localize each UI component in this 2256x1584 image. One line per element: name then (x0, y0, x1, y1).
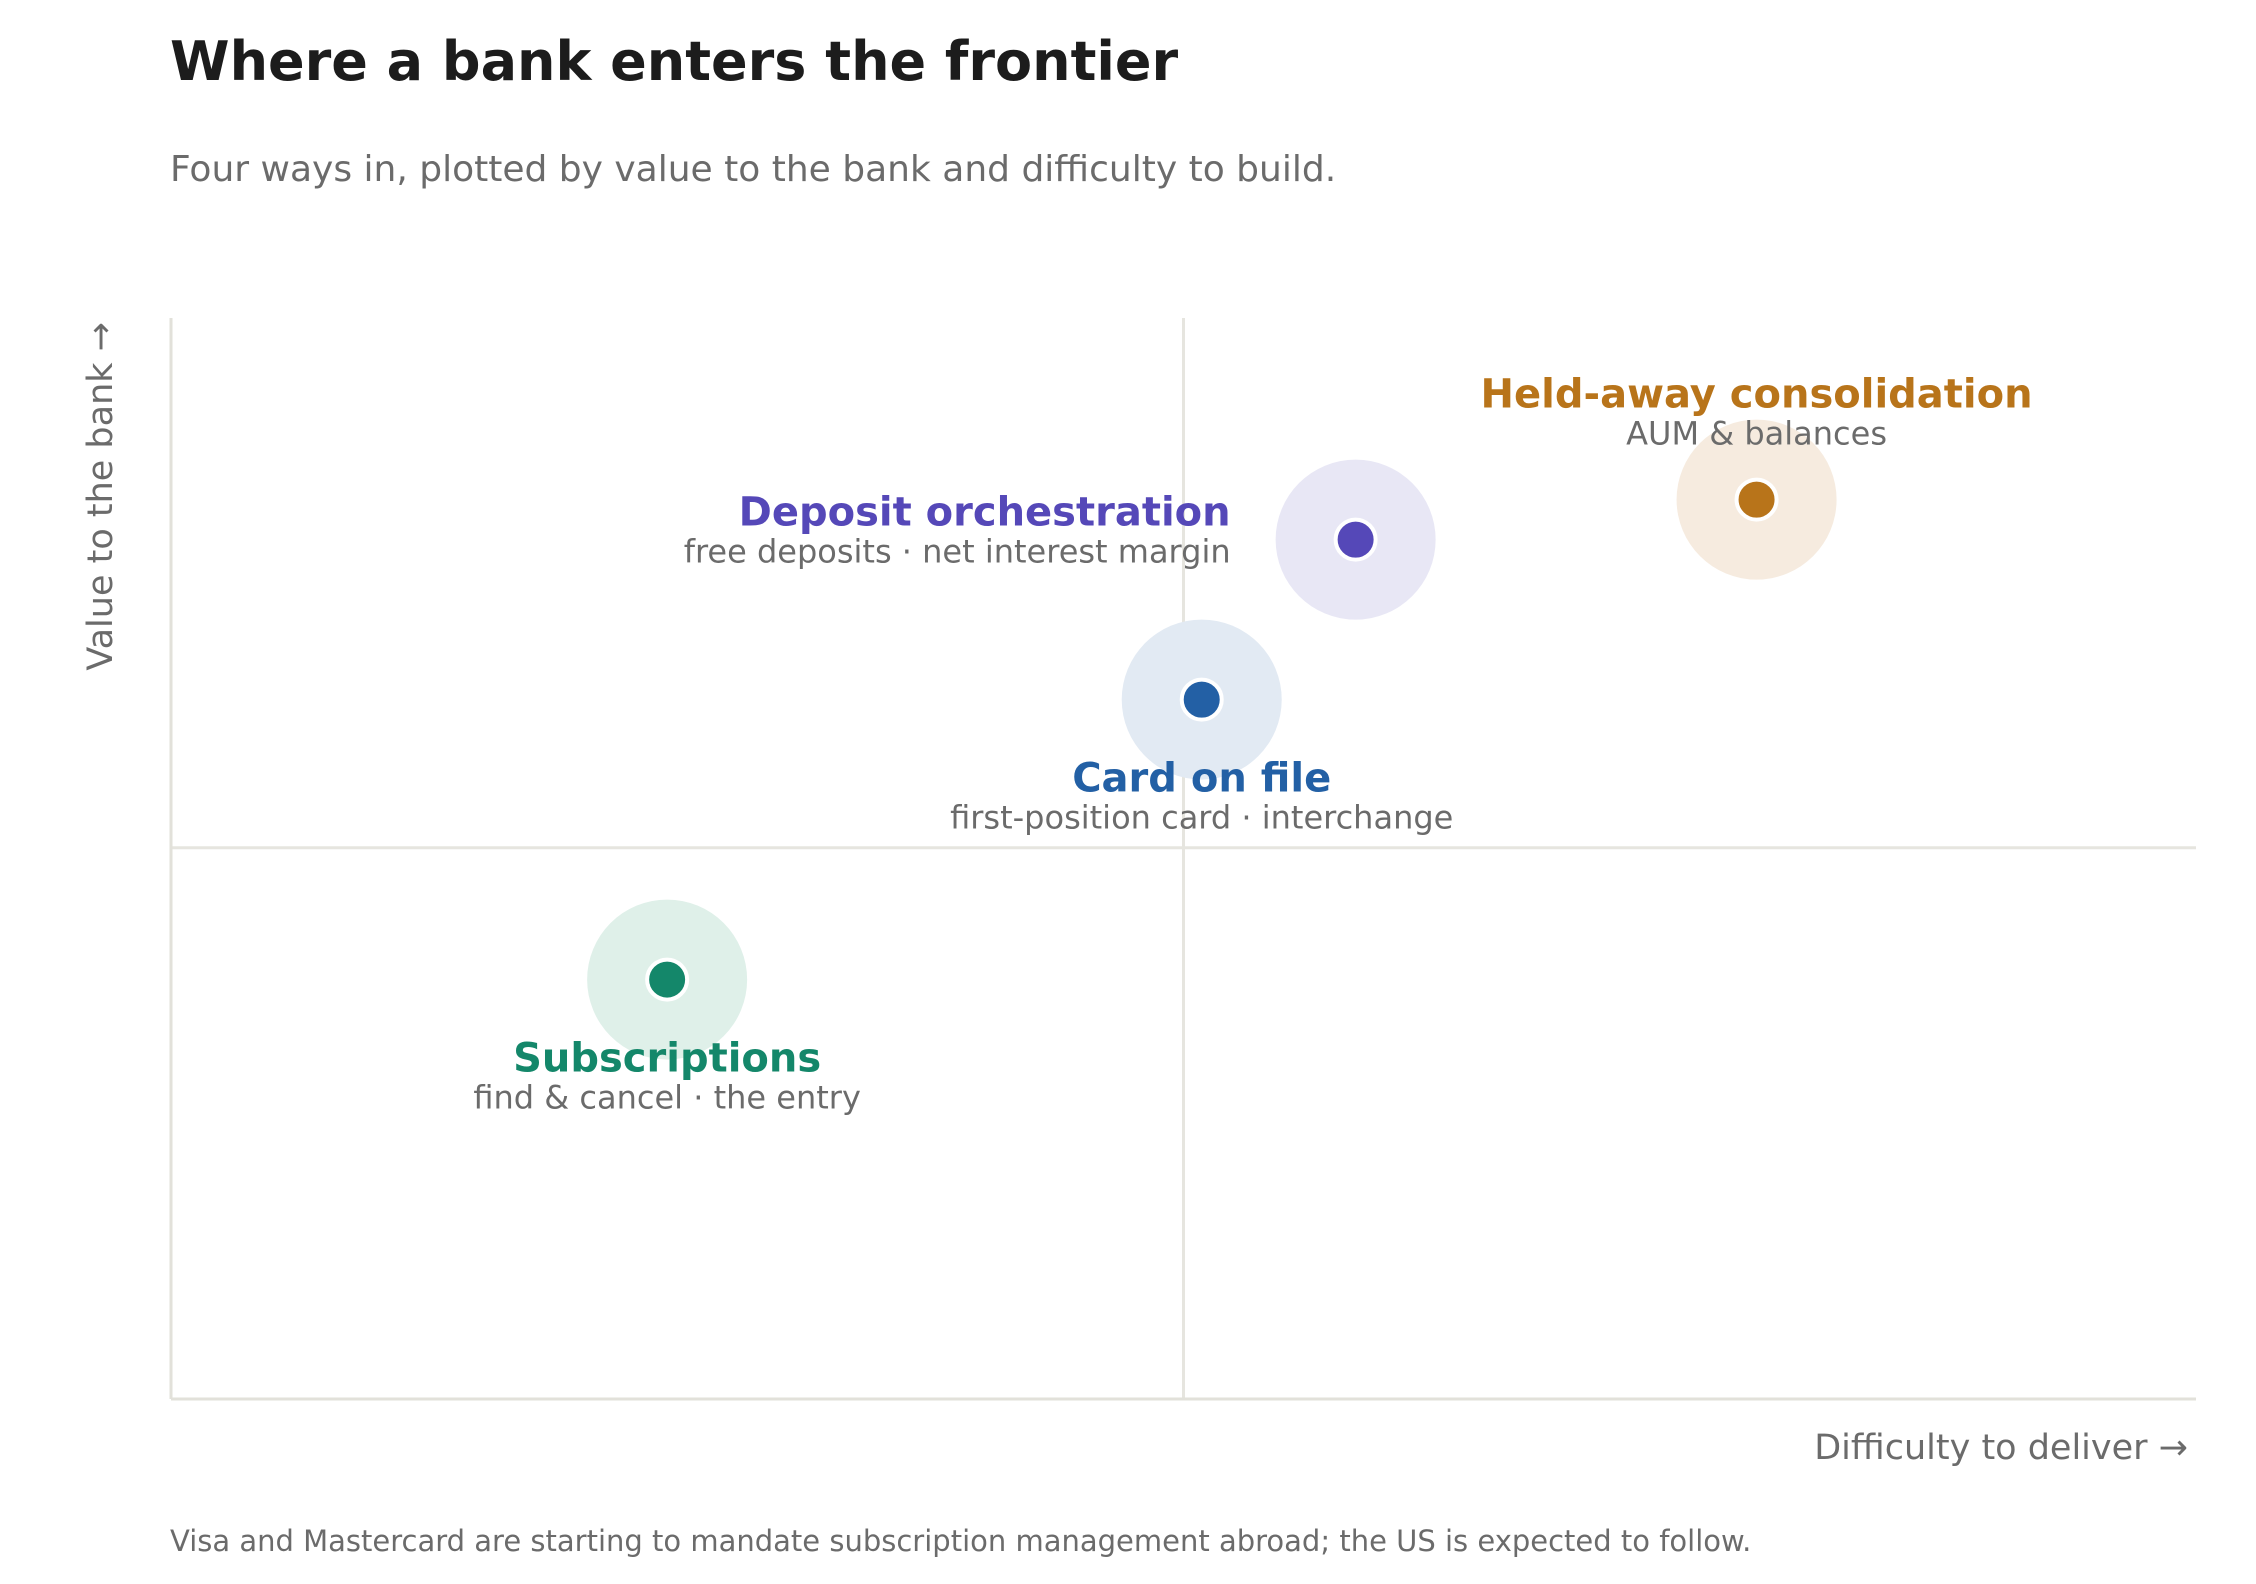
point-label: Subscriptions (513, 1036, 821, 1082)
point-detail: free deposits · net interest margin (684, 533, 1231, 571)
point-marker (645, 957, 690, 1002)
chart-subtitle: Four ways in, plotted by value to the ba… (170, 149, 1337, 190)
point-marker (1333, 517, 1378, 562)
x-axis-label: Difficulty to deliver → (1814, 1428, 2188, 1468)
point-label: Card on file (1072, 756, 1331, 802)
point-label: Held-away consolidation (1481, 372, 2033, 418)
y-axis-label: Value to the bank → (81, 322, 121, 671)
point-detail: find & cancel · the entry (473, 1079, 861, 1117)
chart-title: Where a bank enters the frontier (170, 30, 1179, 93)
point-label: Deposit orchestration (739, 490, 1231, 536)
point-marker (1734, 477, 1779, 522)
point-marker (1179, 677, 1224, 722)
chart-axes: Difficulty to deliver → Value to the ban… (81, 318, 2196, 1468)
point-detail: first-position card · interchange (950, 799, 1453, 837)
footnote: Visa and Mastercard are starting to mand… (170, 1524, 1752, 1558)
point-detail: AUM & balances (1626, 415, 1887, 453)
